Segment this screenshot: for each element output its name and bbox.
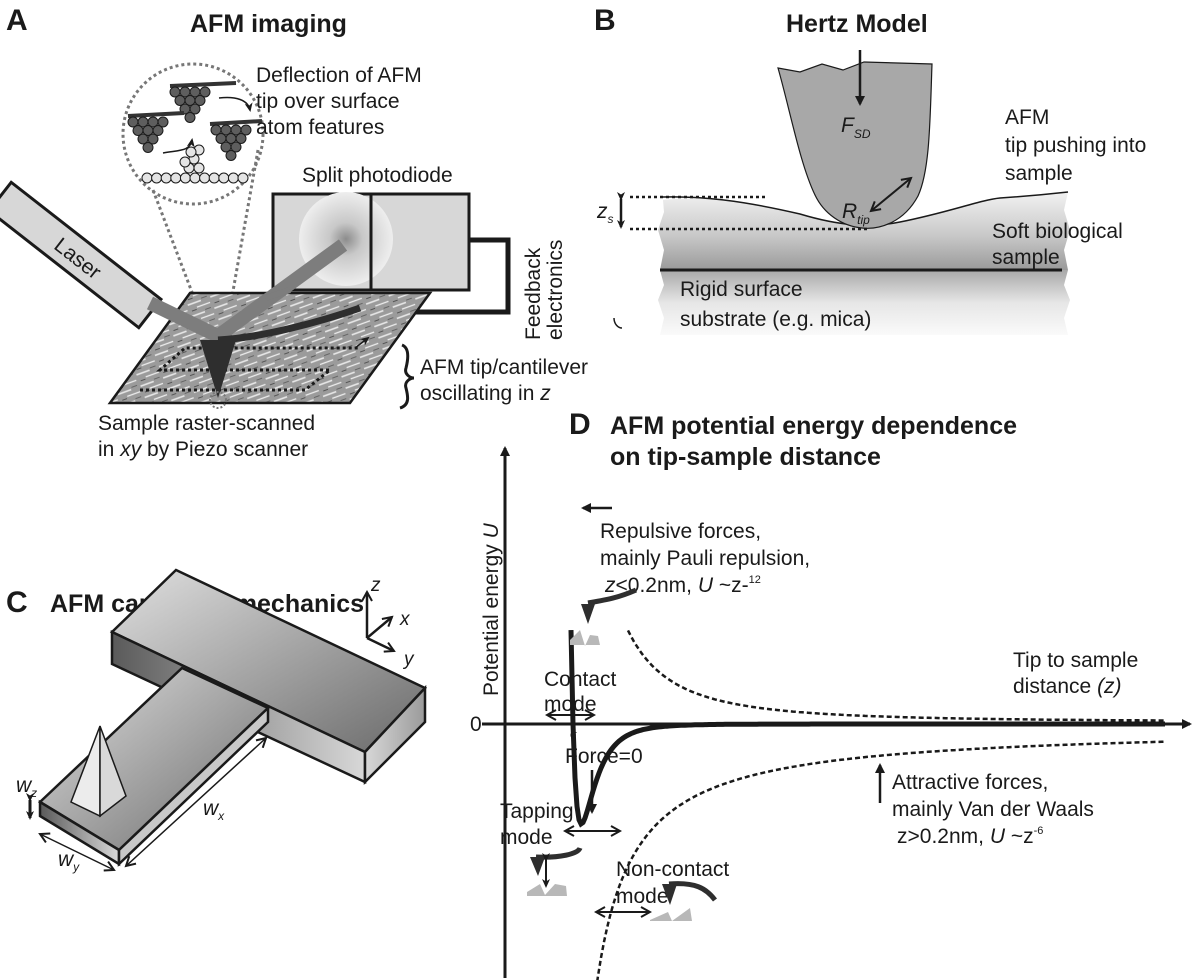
- surface-atom: [189, 172, 201, 184]
- surface-atom: [237, 172, 249, 184]
- tip-atom: [152, 125, 164, 136]
- panel-c-letter: C: [6, 586, 28, 619]
- cantilever-bar: [209, 119, 263, 126]
- sample-raster-label: Sample raster-scanned in xy by Piezo sca…: [98, 412, 321, 461]
- tip-atom: [142, 142, 154, 153]
- wx-arrow: [126, 738, 266, 866]
- surface-atom: [160, 172, 172, 184]
- soft-sample-label: Soft biological sample: [992, 220, 1129, 269]
- tip-atom: [184, 112, 196, 123]
- surface-atom: [151, 172, 163, 184]
- surface-atom: [227, 172, 239, 184]
- surface-atom: [179, 172, 191, 184]
- tip-atom: [235, 133, 247, 144]
- noncontact-mode-label: Non-contact mode: [616, 858, 735, 908]
- panel-a-letter: A: [6, 4, 28, 37]
- stray-mark: [613, 317, 623, 329]
- cantilever: [217, 304, 362, 344]
- deflection-label: Deflection of AFM tip over surface atom …: [256, 64, 428, 139]
- attractive-condition: z>0.2nm, U ~z-6: [897, 825, 1043, 848]
- beam-reflection-mark: [264, 287, 291, 301]
- axis-x-label: x: [399, 609, 411, 630]
- cantilever-beam: [37, 666, 271, 867]
- panel-a: A AFM imaging Deflection of AFM tip over…: [0, 4, 594, 461]
- tip-atom: [199, 86, 211, 98]
- wx-label: wx: [203, 797, 225, 823]
- surface-atom: [170, 172, 182, 184]
- soft-biological-sample: [658, 192, 1070, 270]
- panel-d-letter: D: [569, 408, 591, 441]
- force-label: FSD: [841, 114, 871, 141]
- raster-arrow: [354, 336, 370, 349]
- contact-mode-tip-icon: [570, 587, 638, 646]
- tip-atom: [230, 141, 242, 153]
- panel-b-title: Hertz Model: [786, 10, 928, 38]
- tip-atom: [157, 116, 169, 128]
- zoom-guide-right: [228, 149, 260, 309]
- photodiode-label: Split photodiode: [302, 164, 453, 187]
- feedback-label: Feedback electronics: [522, 240, 567, 340]
- deflection-arrow-down: [218, 96, 253, 112]
- tapping-mode-tip-icon: [527, 846, 583, 896]
- x-axis-label: Tip to sample distance (z): [1013, 649, 1144, 698]
- zero-label: 0: [470, 713, 482, 736]
- atom-zoom-inset: [121, 62, 265, 309]
- panel-d-title: AFM potential energy dependence on tip-s…: [610, 412, 1024, 471]
- wy-label: wy: [58, 848, 80, 874]
- potential-energy-curve: [568, 630, 1165, 828]
- panel-a-title: AFM imaging: [190, 10, 347, 38]
- contact-mode-label: Contact mode: [544, 668, 622, 716]
- panel-b-letter: B: [594, 4, 616, 37]
- feedback-wire: [360, 237, 511, 315]
- axis-y-label: y: [402, 649, 415, 670]
- repulsive-label: Repulsive forces, mainly Pauli repulsion…: [600, 520, 810, 570]
- raster-scan-path: [140, 346, 360, 392]
- deflection-arrow-up: [162, 138, 195, 154]
- y-axis-label: Potential energy U: [480, 522, 503, 696]
- afm-tip: [200, 340, 236, 398]
- tip-atom-clusters: [127, 81, 263, 161]
- oscillation-brace: [399, 343, 415, 410]
- zs-label: zs: [596, 200, 614, 226]
- tip-atom: [225, 150, 237, 161]
- rigid-substrate: [658, 270, 1070, 335]
- noncontact-mode-tip-icon: [650, 881, 717, 921]
- attractive-curve: [596, 740, 1166, 980]
- surface-atom: [218, 172, 230, 184]
- surface-atom: [141, 172, 153, 184]
- tip-atom: [189, 103, 201, 115]
- sample-surface-line: [662, 191, 1069, 227]
- laser-beam: [146, 239, 348, 345]
- substrate-label: Rigid surface substrate (e.g. mica): [680, 278, 871, 331]
- xyz-axes: z x y: [367, 575, 415, 670]
- wz-label: wz: [16, 774, 37, 800]
- cantilever-pyramid-tip: [70, 725, 127, 818]
- surface-atom: [199, 172, 211, 184]
- cantilever-bar: [127, 111, 185, 118]
- panel-b: B Hertz Model FSD Rtip zs AFM tip pushin…: [594, 4, 1152, 335]
- tip-pushing-label: AFM tip pushing into sample: [1005, 106, 1152, 185]
- oscillating-label: AFM tip/cantilever oscillating in z: [420, 356, 594, 405]
- radius-label: Rtip: [842, 200, 870, 227]
- panel-c: C AFM cantilever mechanics z x y: [6, 568, 428, 874]
- wy-arrow: [40, 834, 114, 870]
- tapping-mode-label: Tapping mode: [500, 800, 579, 849]
- surface-atom: [208, 172, 220, 184]
- repulsive-curve: [626, 629, 1165, 722]
- surface-atom: [193, 162, 205, 174]
- zoom-guide-left: [151, 189, 200, 309]
- laser-source: Laser: [0, 180, 164, 330]
- force-zero-label: Force=0: [565, 745, 643, 768]
- panel-d: D AFM potential energy dependence on tip…: [470, 408, 1192, 980]
- tip-atom: [147, 133, 159, 145]
- axis-z-label: z: [370, 575, 381, 596]
- tip-atom: [240, 124, 252, 136]
- surface-atoms: [141, 144, 249, 184]
- cantilever-bar: [169, 81, 237, 88]
- attractive-label: Attractive forces, mainly Van der Waals: [892, 771, 1094, 821]
- radius-arrow: [871, 178, 911, 211]
- tip-atom: [194, 95, 206, 106]
- surface-atom: [179, 156, 191, 168]
